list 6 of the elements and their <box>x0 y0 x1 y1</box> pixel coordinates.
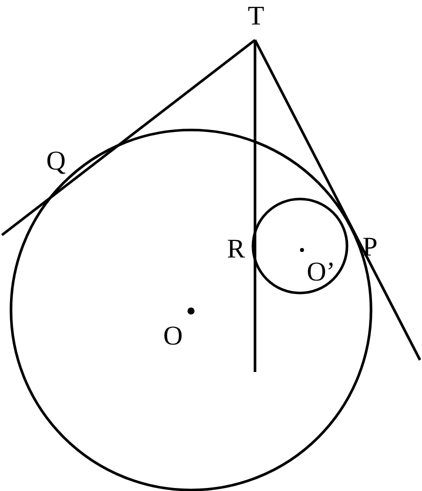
point-label: P <box>362 234 378 260</box>
point-label: O <box>163 322 183 350</box>
point-label: R <box>227 236 245 262</box>
point-label: Q <box>46 148 66 174</box>
point-label: O’ <box>306 258 336 286</box>
point-label: T <box>248 2 264 30</box>
